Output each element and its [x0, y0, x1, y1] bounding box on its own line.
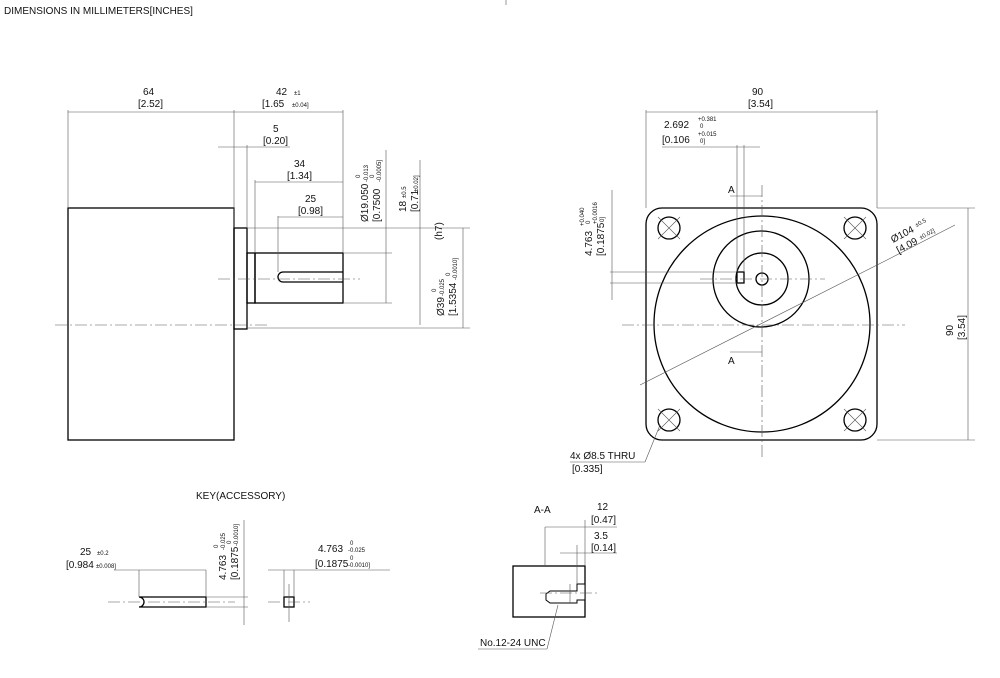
tol: ±0.02] — [919, 228, 937, 241]
dim-pilot-dia: Ø39 — [436, 297, 447, 316]
dim-body-length: 64 — [143, 87, 155, 98]
front-view: 90 [3.54] 2.692 +0.381 0 [0.106 +0.015 0… — [570, 87, 975, 475]
keyway — [277, 271, 343, 283]
dim-shaft-dia: Ø19.050 — [360, 183, 371, 222]
dim-pilot-length: 5 — [273, 124, 279, 135]
dim-34: 34 — [294, 159, 306, 170]
dim-width: 90 — [752, 87, 764, 98]
tol: 0 — [586, 220, 592, 224]
tol: -0.0010] — [234, 524, 240, 546]
tol: +0.015 — [698, 132, 717, 138]
flange — [645, 207, 878, 441]
tol: +0.0016 — [593, 201, 599, 224]
dim-height-in: [3.54] — [957, 315, 968, 340]
dim-shaft-length: 42 — [276, 87, 288, 98]
tol: 0 — [700, 124, 704, 130]
tol: 0 — [350, 541, 354, 547]
key-side — [138, 596, 207, 608]
tol: ±1 — [294, 91, 301, 97]
dim-key-length: 25 — [80, 547, 92, 558]
dim-holes: 4x Ø8.5 THRU — [570, 451, 635, 462]
motor-body — [67, 207, 235, 441]
dim-key-width-in: [0.1875 — [596, 222, 607, 256]
mounting-holes — [657, 216, 867, 432]
tol: 0 — [356, 174, 362, 178]
dim-height: 90 — [945, 324, 956, 336]
tol: 0 — [446, 272, 452, 276]
tol: 0 — [350, 556, 354, 562]
dim-pilot-length-in: [0.20] — [263, 136, 288, 147]
tol: ±0.02] — [414, 175, 420, 192]
tol: 0 — [227, 540, 233, 544]
thread-callout: No.12-24 UNC — [480, 638, 546, 649]
tol: -0.013 — [364, 164, 370, 182]
dim-34-in: [1.34] — [287, 171, 312, 182]
tol: -0.0010] — [453, 258, 459, 280]
shaft — [254, 252, 344, 304]
section-title: A-A — [534, 505, 551, 516]
section-mark-bottom: A — [728, 356, 735, 367]
dim-width-in: [3.54] — [748, 99, 773, 110]
shaft-step — [246, 252, 256, 304]
key-detail: KEY(ACCESSORY) 25 ±0.2 [0.984 ±0.008] 4.… — [66, 491, 390, 625]
tol: 0] — [700, 139, 705, 145]
tol: ±0.008] — [96, 564, 116, 570]
tol: +0.381 — [698, 117, 717, 123]
dim-body-length-in: [2.52] — [138, 99, 163, 110]
tol: ±0.5 — [402, 186, 408, 198]
dim-holes-in: [0.335] — [572, 464, 603, 475]
dim-depth-in: [0.47] — [591, 515, 616, 526]
tol: +0.040 — [580, 207, 586, 226]
dim-key-length-in: [0.984 — [66, 560, 94, 571]
pilot — [233, 227, 248, 330]
tol: ±0.2 — [97, 551, 109, 557]
tol: ±0.5 — [914, 218, 928, 229]
tol: -0.025 — [440, 278, 446, 296]
dim-fit: (h7) — [434, 222, 445, 240]
dim-25: 25 — [305, 194, 317, 205]
tol: 0 — [432, 288, 438, 292]
side-view: 64 [2.52] 42 ±1 [1.65 ±0.04] 5 [0.20] 34… — [55, 87, 470, 441]
dim-shaft-dia-in: [0.7500 — [372, 188, 383, 222]
dim-key-offset: 2.692 — [664, 120, 689, 131]
tol: 0 — [214, 544, 220, 548]
tol: 0 — [370, 174, 376, 178]
dim-key-height: 18 — [398, 200, 409, 212]
section-a-a: A-A 12 [0.47] 3.5 [0.14] No.12-24 UNC — [478, 502, 617, 650]
key-title: KEY(ACCESSORY) — [196, 491, 285, 502]
dim-key-offset-in: [0.106 — [662, 135, 690, 146]
dim-key-h-in: [0.1875 — [230, 546, 241, 580]
key-slot — [736, 271, 745, 284]
dim-counterbore-in: [0.14] — [591, 543, 616, 554]
tol: ±0.04] — [292, 103, 309, 109]
tol: -0.025 — [221, 532, 227, 550]
dim-key-height-in: [0.71 — [410, 189, 421, 212]
dim-25-in: [0.98] — [298, 206, 323, 217]
dim-key-h: 4.763 — [218, 555, 229, 580]
tol: -0.0005] — [377, 160, 383, 182]
dim-key-w-in: [0.1875 — [315, 559, 349, 570]
tol: -0.025 — [348, 548, 366, 554]
section-mark-top: A — [728, 185, 735, 196]
dim-shaft-length-in: [1.65 — [262, 99, 285, 110]
dim-key-width: 4.763 — [584, 231, 595, 256]
dim-depth: 12 — [597, 502, 609, 513]
dim-counterbore: 3.5 — [594, 531, 608, 542]
dim-key-w: 4.763 — [318, 544, 343, 555]
tol: -0.0010] — [348, 563, 370, 569]
drawing-title: DIMENSIONS IN MILLIMETERS[INCHES] — [4, 6, 193, 17]
dim-pilot-dia-in: [1.5354 — [448, 282, 459, 316]
tol: 0] — [600, 217, 606, 222]
